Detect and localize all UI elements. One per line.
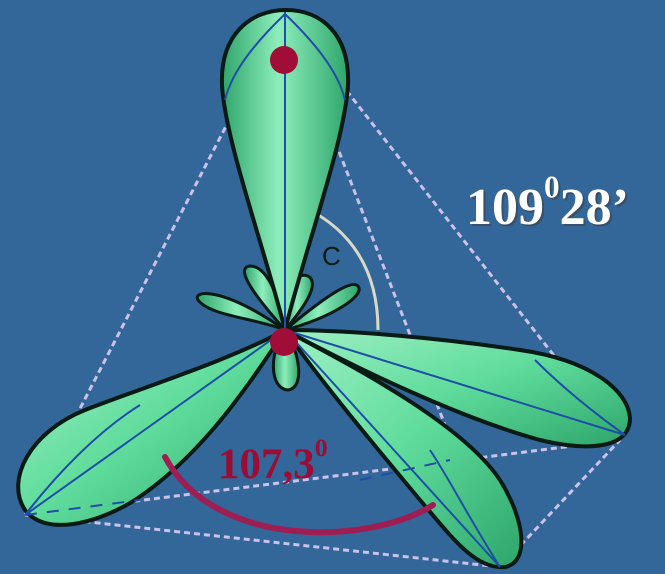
bond-angle-label: 107,30 (218, 440, 328, 489)
bond-angle-degree: 0 (315, 433, 328, 462)
tetrahedral-angle-degree: 0 (544, 169, 560, 204)
atom-dot-center (270, 328, 298, 356)
tetrahedral-angle-label: 109028’ (466, 178, 629, 237)
angle-marker-label: C (322, 241, 341, 271)
bond-angle-value: 107,3 (218, 441, 315, 488)
tetrahedral-angle-value: 109 (466, 179, 544, 236)
tetrahedral-angle-minutes: 28’ (560, 179, 629, 236)
atom-dot-top (270, 46, 298, 74)
